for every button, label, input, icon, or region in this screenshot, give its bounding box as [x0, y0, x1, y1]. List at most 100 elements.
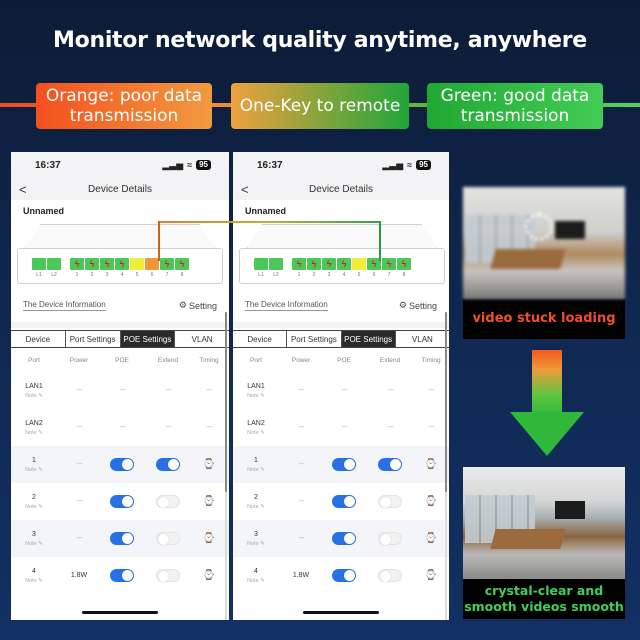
column-header-poe: POE — [115, 356, 129, 364]
home-indicator[interactable] — [82, 611, 158, 614]
timer-icon[interactable]: ⌚ — [424, 496, 438, 507]
scrollbar-thumb[interactable] — [445, 312, 447, 492]
tab-device[interactable]: Device — [11, 331, 66, 347]
tab-poe-settings[interactable]: POE Settings — [341, 331, 396, 347]
poe-toggle[interactable] — [332, 532, 356, 545]
poe-cell: ---- — [323, 387, 365, 394]
note-edit-button[interactable]: Note ✎ — [247, 467, 265, 473]
switch-port-5[interactable]: 5 — [130, 258, 144, 278]
tv-graphic — [555, 221, 585, 239]
switch-port-5[interactable]: 5 — [352, 258, 366, 278]
poe-toggle[interactable] — [332, 495, 356, 508]
extend-cell: ---- — [365, 424, 415, 431]
poe-toggle[interactable] — [110, 532, 134, 545]
device-info-row: The Device Information ⚙ Setting — [23, 300, 217, 311]
port-label: L1 — [36, 272, 42, 278]
note-edit-button[interactable]: Note ✎ — [25, 578, 43, 584]
timer-icon[interactable]: ⌚ — [424, 533, 438, 544]
port-label: 6 — [150, 272, 154, 278]
device-information-link[interactable]: The Device Information — [245, 300, 328, 311]
legend-one-key: One-Key to remote — [231, 83, 409, 129]
switch-port-l2[interactable]: L2 — [47, 258, 61, 278]
scrollbar[interactable] — [225, 312, 227, 620]
scrollbar[interactable] — [445, 312, 447, 620]
poe-cell — [101, 532, 143, 545]
extend-toggle[interactable] — [156, 532, 180, 545]
timer-icon[interactable]: ⌚ — [202, 570, 216, 581]
device-name: Unnamed — [245, 206, 287, 216]
note-edit-button[interactable]: Note ✎ — [247, 504, 265, 510]
note-edit-button[interactable]: Note ✎ — [247, 541, 265, 547]
poe-value: ---- — [341, 387, 347, 394]
tab-port-settings[interactable]: Port Settings — [66, 331, 121, 347]
poe-lightning-icon: ϟ — [311, 259, 317, 269]
timer-icon[interactable]: ⌚ — [202, 533, 216, 544]
switch-port-6[interactable]: 6 — [145, 258, 159, 278]
extend-toggle[interactable] — [156, 458, 180, 471]
poe-toggle[interactable] — [110, 569, 134, 582]
note-edit-button[interactable]: Note ✎ — [247, 430, 265, 436]
extend-toggle[interactable] — [378, 458, 402, 471]
extend-toggle[interactable] — [378, 569, 402, 582]
poe-toggle[interactable] — [332, 569, 356, 582]
note-edit-button[interactable]: Note ✎ — [247, 393, 265, 399]
pencil-icon: ✎ — [36, 392, 43, 399]
desk-graphic — [490, 529, 566, 549]
switch-port-l1[interactable]: L1 — [254, 258, 268, 278]
extend-toggle[interactable] — [156, 495, 180, 508]
timer-icon[interactable]: ⌚ — [202, 496, 216, 507]
note-edit-button[interactable]: Note ✎ — [247, 578, 265, 584]
switch-port-l1[interactable]: L1 — [32, 258, 46, 278]
extend-toggle[interactable] — [378, 495, 402, 508]
extend-toggle[interactable] — [378, 532, 402, 545]
port-name: LAN1 — [25, 382, 43, 390]
port-label: 1 — [297, 272, 301, 278]
tab-poe-settings[interactable]: POE Settings — [120, 331, 176, 347]
pencil-icon: ✎ — [258, 540, 265, 547]
timer-icon[interactable]: ⌚ — [424, 459, 438, 470]
setting-button[interactable]: ⚙ Setting — [399, 300, 437, 311]
setting-button[interactable]: ⚙ Setting — [179, 300, 217, 311]
tab-port-settings[interactable]: Port Settings — [287, 331, 342, 347]
note-edit-button[interactable]: Note ✎ — [25, 504, 43, 510]
poe-toggle[interactable] — [110, 495, 134, 508]
tv-graphic — [555, 501, 585, 519]
tab-vlan[interactable]: VLAN — [411, 334, 433, 344]
timer-icon[interactable]: ⌚ — [424, 570, 438, 581]
device-information-link[interactable]: The Device Information — [23, 300, 106, 311]
back-button[interactable]: < — [19, 181, 27, 197]
home-indicator[interactable] — [303, 611, 379, 614]
note-edit-button[interactable]: Note ✎ — [25, 541, 43, 547]
poe-toggle[interactable] — [332, 458, 356, 471]
scrollbar-thumb[interactable] — [225, 312, 227, 492]
note-edit-button[interactable]: Note ✎ — [25, 467, 43, 473]
poe-lightning-icon: ϟ — [386, 259, 392, 269]
tab-vlan[interactable]: VLAN — [191, 334, 213, 344]
poe-toggle[interactable] — [110, 458, 134, 471]
note-edit-button[interactable]: Note ✎ — [25, 430, 43, 436]
note-edit-button[interactable]: Note ✎ — [25, 393, 43, 399]
extend-toggle[interactable] — [156, 569, 180, 582]
note-label: Note — [247, 540, 259, 547]
tab-device[interactable]: Device — [233, 331, 288, 347]
timer-icon[interactable]: ⌚ — [202, 459, 216, 470]
poe-cell — [101, 495, 143, 508]
back-button[interactable]: < — [241, 181, 249, 197]
power-cell: ---- — [279, 387, 323, 394]
switch-port-l2[interactable]: L2 — [269, 258, 283, 278]
